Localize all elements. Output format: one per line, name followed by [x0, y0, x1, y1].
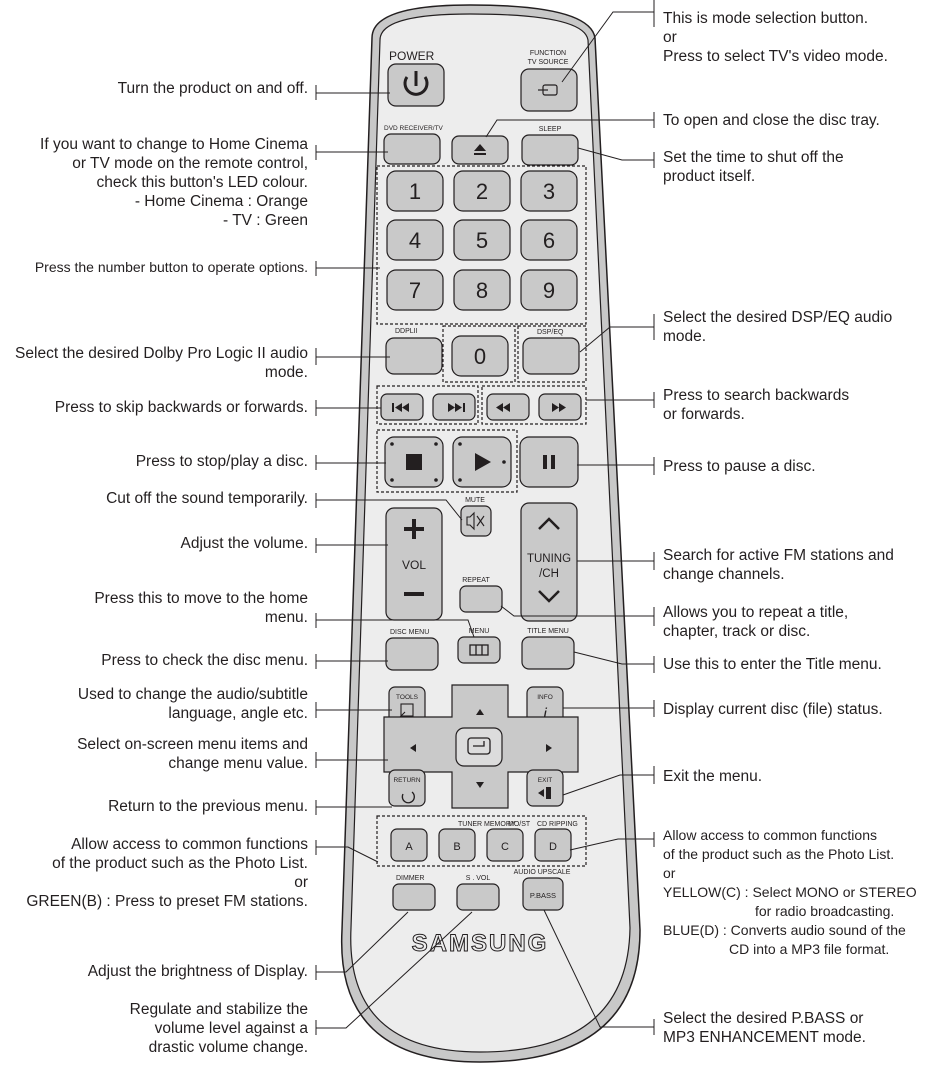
function-label: FUNCTION [530, 50, 566, 57]
callout-info: Display current disc (file) status. [663, 700, 883, 719]
info-label: INFO [537, 694, 553, 701]
dsp-eq-label: DSP/EQ [537, 329, 564, 336]
callout-tools: Used to change the audio/subtitlelanguag… [78, 685, 308, 723]
tv-source-label: TV SOURCE [528, 59, 569, 66]
disc-menu-label: DISC MENU [390, 629, 429, 636]
dvd-receiver-tv-label: DVD RECEIVER/TV [384, 125, 444, 132]
dvd-receiver-tv-button[interactable] [384, 134, 440, 164]
power-label: POWER [389, 49, 435, 63]
mute-button[interactable] [461, 506, 491, 536]
callout-disc-menu: Press to check the disc menu. [101, 651, 308, 670]
c-label: C [501, 841, 509, 853]
s-vol-button[interactable] [457, 884, 499, 910]
dimmer-button[interactable] [393, 884, 435, 910]
callout-power: Turn the product on and off. [118, 79, 308, 98]
sleep-label: SLEEP [539, 126, 562, 133]
number-8-label: 8 [476, 278, 488, 303]
number-9-label: 9 [543, 278, 555, 303]
return-button[interactable] [389, 770, 425, 806]
callout-menu: Press this to move to the homemenu. [94, 589, 308, 627]
d-label: D [549, 841, 557, 853]
title-menu-button[interactable] [522, 637, 574, 669]
cd-ripping-label: CD RIPPING [537, 821, 578, 828]
callout-return: Return to the previous menu. [108, 797, 308, 816]
number-6-label: 6 [543, 228, 555, 253]
a-label: A [405, 841, 413, 853]
volume-down-icon [404, 592, 424, 596]
number-2-label: 2 [476, 179, 488, 204]
vol-label: VOL [402, 558, 426, 572]
disc-menu-button[interactable] [386, 638, 438, 670]
pause-button[interactable] [520, 437, 578, 487]
return-label: RETURN [393, 777, 420, 784]
ch-label: /CH [539, 568, 559, 580]
callout-function: This is mode selection button.orPress to… [663, 9, 888, 66]
callout-mute: Cut off the sound temporarily. [106, 489, 308, 508]
samsung-logo: SAMSUNG [412, 930, 549, 957]
sleep-button[interactable] [522, 135, 578, 165]
callout-volume: Adjust the volume. [180, 534, 308, 553]
number-4-label: 4 [409, 228, 421, 253]
title-menu-label: TITLE MENU [527, 628, 569, 635]
number-0-label: 0 [474, 344, 486, 369]
p-bass-label: P.BASS [530, 891, 556, 900]
menu-button[interactable] [458, 637, 500, 663]
callout-stop-play: Press to stop/play a disc. [136, 452, 308, 471]
tuning-label: TUNING [527, 553, 571, 565]
callout-skip: Press to skip backwards or forwards. [55, 398, 308, 417]
function-tv-source-button[interactable] [521, 69, 577, 111]
callout-navigation: Select on-screen menu items andchange me… [77, 735, 308, 773]
callout-dolby: Select the desired Dolby Pro Logic II au… [15, 344, 308, 382]
repeat-button[interactable] [460, 586, 502, 612]
callout-dsp-eq: Select the desired DSP/EQ audiomode. [663, 308, 892, 346]
callout-s-vol: Regulate and stabilize thevolume level a… [130, 1000, 308, 1057]
callout-eject: To open and close the disc tray. [663, 111, 880, 130]
tools-label: TOOLS [396, 694, 419, 701]
callout-exit: Exit the menu. [663, 767, 762, 786]
dsp-eq-button[interactable] [523, 338, 579, 374]
callout-pause: Press to pause a disc. [663, 457, 816, 476]
number-7-label: 7 [409, 278, 421, 303]
s-vol-label: S . VOL [466, 875, 491, 882]
mute-label: MUTE [465, 497, 485, 504]
callout-title-menu: Use this to enter the Title menu. [663, 655, 882, 674]
dimmer-label: DIMMER [396, 875, 424, 882]
callout-repeat: Allows you to repeat a title,chapter, tr… [663, 603, 848, 641]
b-label: B [453, 841, 460, 853]
stop-icon [406, 454, 422, 470]
exit-button[interactable] [527, 770, 563, 806]
mo-st-label: MO/ST [508, 821, 531, 828]
repeat-label: REPEAT [462, 577, 490, 584]
dolby-label: DDPLII [395, 328, 418, 335]
number-5-label: 5 [476, 228, 488, 253]
dolby-pro-logic-button[interactable] [386, 338, 442, 374]
enter-button[interactable] [456, 728, 502, 766]
callout-dimmer: Adjust the brightness of Display. [88, 962, 308, 981]
audio-upscale-label: AUDIO UPSCALE [514, 869, 571, 876]
number-1-label: 1 [409, 179, 421, 204]
callout-number-buttons: Press the number button to operate optio… [35, 258, 308, 277]
exit-label: EXIT [538, 777, 552, 784]
number-3-label: 3 [543, 179, 555, 204]
